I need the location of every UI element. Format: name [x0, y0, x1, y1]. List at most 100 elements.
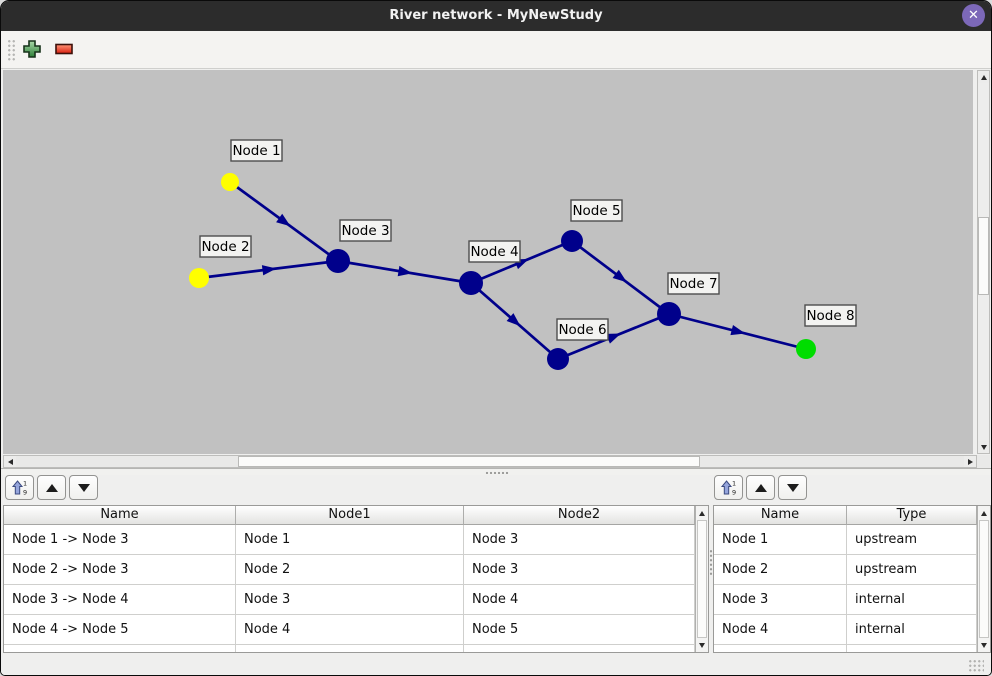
table-cell[interactable]: Node 2	[714, 555, 847, 585]
table-cell[interactable]: Node 4 -> Node 5	[4, 615, 236, 645]
node-label: Node 5	[572, 203, 620, 219]
table-cell[interactable]: internal	[847, 585, 977, 615]
resize-grip[interactable]	[968, 659, 984, 672]
add-node-button[interactable]	[21, 38, 43, 60]
nodes-move-down-button[interactable]	[778, 475, 807, 500]
scroll-down-button[interactable]	[978, 639, 990, 651]
table-cell[interactable]: Node 5	[464, 615, 695, 645]
table-cell[interactable]: internal	[847, 615, 977, 645]
table-cell[interactable]: Node 4	[714, 615, 847, 645]
branches-table-scrollbar[interactable]	[695, 506, 708, 652]
scroll-up-button[interactable]	[978, 71, 989, 83]
table-cell[interactable]: Node 1 -> Node 3	[4, 525, 236, 555]
down-arrow-icon	[699, 642, 705, 648]
table-cell[interactable]: Node 3 -> Node 4	[4, 585, 236, 615]
table-cell[interactable]: Node 2	[236, 555, 464, 585]
column-header[interactable]: Node2	[464, 506, 695, 525]
toolbar-drag-handle[interactable]	[7, 39, 16, 61]
node-node-5[interactable]	[561, 230, 583, 252]
table-cell[interactable]	[847, 645, 977, 652]
node-label-box[interactable]	[667, 272, 720, 295]
node-node-7[interactable]	[657, 302, 681, 326]
right-arrow-icon	[967, 458, 973, 465]
table-cell[interactable]: Node 3	[464, 555, 695, 585]
scrollbar-thumb[interactable]	[978, 217, 989, 295]
node-node-8[interactable]	[796, 339, 816, 359]
scroll-left-button[interactable]	[4, 456, 16, 467]
remove-node-button[interactable]	[53, 38, 75, 60]
node-node-2[interactable]	[189, 268, 209, 288]
nodes-table-scrollbar[interactable]	[977, 506, 990, 652]
node-node-3[interactable]	[326, 249, 350, 273]
horizontal-splitter[interactable]	[1, 468, 991, 475]
column-header[interactable]: Name	[4, 506, 236, 525]
table-cell[interactable]: Node 3	[714, 585, 847, 615]
table-cell[interactable]: Node 4	[236, 615, 464, 645]
table-cell[interactable]	[236, 645, 464, 652]
node-node-4[interactable]	[459, 271, 483, 295]
node-label-box[interactable]	[339, 219, 392, 242]
node-label: Node 6	[558, 322, 606, 338]
table-cell[interactable]	[464, 645, 695, 652]
table-cell[interactable]: Node 1	[714, 525, 847, 555]
node-label-box[interactable]	[199, 235, 252, 258]
scroll-right-button[interactable]	[964, 456, 976, 467]
table-cell[interactable]	[714, 645, 847, 652]
table-cell[interactable]: upstream	[847, 555, 977, 585]
svg-text:9: 9	[732, 489, 736, 497]
branches-move-up-button[interactable]	[37, 475, 66, 500]
table-cell[interactable]: Node 4	[464, 585, 695, 615]
close-button[interactable]: ✕	[962, 4, 985, 27]
vertical-splitter[interactable]	[709, 549, 713, 575]
node-node-1[interactable]	[221, 173, 239, 191]
table-cell[interactable]: Node 2 -> Node 3	[4, 555, 236, 585]
scrollbar-thumb[interactable]	[979, 520, 989, 638]
node-label-box[interactable]	[468, 240, 521, 263]
node-label-box[interactable]	[570, 199, 623, 222]
table-cell[interactable]: Node 3	[236, 585, 464, 615]
table-cell[interactable]: upstream	[847, 525, 977, 555]
node-label-box[interactable]	[556, 318, 609, 341]
canvas-vertical-scrollbar[interactable]	[977, 70, 990, 454]
scroll-down-button[interactable]	[696, 639, 708, 651]
scrollbar-thumb[interactable]	[697, 520, 707, 638]
nodes-move-up-button[interactable]	[746, 475, 775, 500]
column-header[interactable]: Name	[714, 506, 847, 525]
up-arrow-icon	[980, 74, 987, 80]
column-header[interactable]: Type	[847, 506, 977, 525]
table-cell[interactable]: Node 1	[236, 525, 464, 555]
main-toolbar	[1, 31, 991, 69]
column-header[interactable]: Node1	[236, 506, 464, 525]
canvas-horizontal-scrollbar[interactable]	[3, 455, 977, 468]
scroll-down-button[interactable]	[978, 441, 989, 453]
node-label-box[interactable]	[804, 304, 857, 327]
scrollbar-thumb[interactable]	[238, 456, 700, 467]
nodes-sort-button[interactable]: 1 9	[714, 475, 743, 500]
down-arrow-icon	[77, 483, 90, 492]
branches-move-down-button[interactable]	[69, 475, 98, 500]
branches-sort-button[interactable]: 1 9	[5, 475, 34, 500]
node-node-6[interactable]	[547, 348, 569, 370]
table-row[interactable]	[714, 645, 990, 652]
scroll-up-button[interactable]	[696, 507, 708, 519]
node-label-box[interactable]	[230, 139, 283, 162]
table-row[interactable]	[4, 645, 708, 652]
table-cell[interactable]	[4, 645, 236, 652]
node-label: Node 1	[232, 143, 280, 159]
title-bar[interactable]: River network - MyNewStudy ✕	[1, 1, 991, 31]
table-cell[interactable]: Node 3	[464, 525, 695, 555]
scroll-up-button[interactable]	[978, 507, 990, 519]
